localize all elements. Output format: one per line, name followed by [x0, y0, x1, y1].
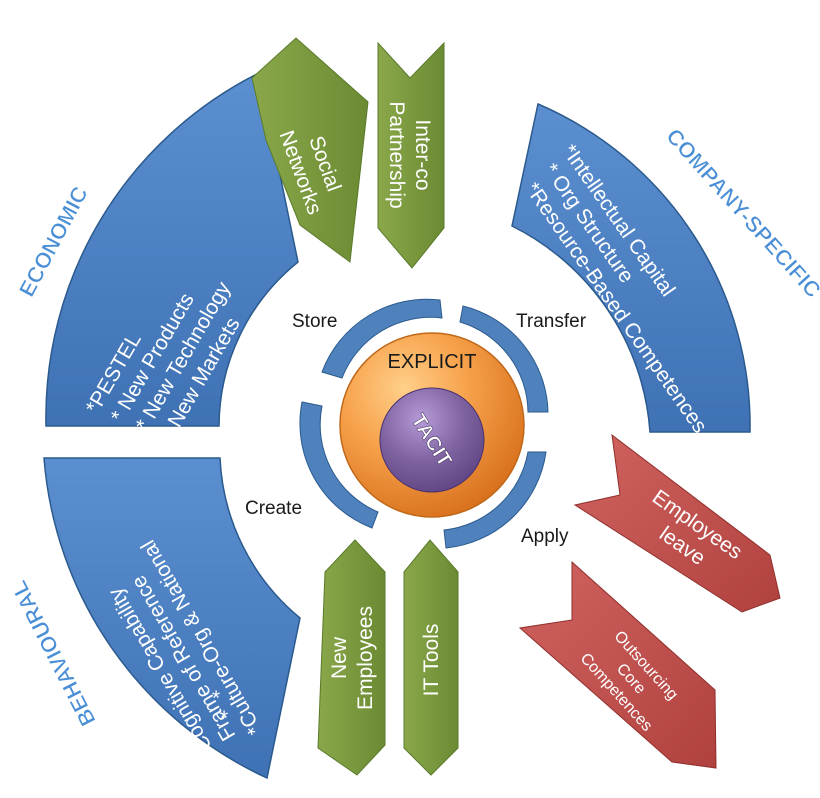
svg-text:IT Tools: IT Tools: [420, 624, 443, 697]
apply-label: Apply: [521, 526, 569, 547]
svg-text:Employees: Employees: [354, 606, 377, 710]
svg-text:Partnership: Partnership: [385, 101, 408, 208]
tacit-sphere: [379, 387, 485, 493]
social-networks-arrow: [251, 37, 369, 263]
interco-partnership-arrow: [377, 41, 445, 269]
store-arc: [321, 298, 443, 379]
interco-partnership-label: Inter-co Partnership: [385, 101, 434, 208]
transfer-arc: [459, 305, 549, 413]
explicit-label: EXPLICIT: [388, 351, 477, 373]
create-arc: [299, 401, 379, 529]
it-tools-label: IT Tools: [420, 624, 443, 697]
outsourcing-arrow: [518, 560, 717, 769]
svg-text:New: New: [328, 636, 351, 679]
transfer-label: Transfer: [516, 311, 587, 332]
create-label: Create: [245, 498, 302, 519]
behavioural-segment: [43, 457, 301, 780]
it-tools-arrow: [403, 539, 459, 776]
economic-segment: [45, 71, 299, 427]
new-employees-arrow: [317, 539, 386, 776]
behavioural-bullet-2: *: [220, 707, 228, 730]
apply-arc: [443, 451, 547, 549]
knowledge-cycle: [299, 298, 549, 549]
store-label: Store: [292, 311, 337, 332]
employees-leave-arrow: [573, 433, 781, 613]
svg-text:Inter-co: Inter-co: [411, 119, 434, 190]
company-segment: [511, 102, 751, 433]
new-employees-label: New Employees: [328, 606, 377, 710]
behavioural-bullet-1: *: [212, 687, 220, 710]
